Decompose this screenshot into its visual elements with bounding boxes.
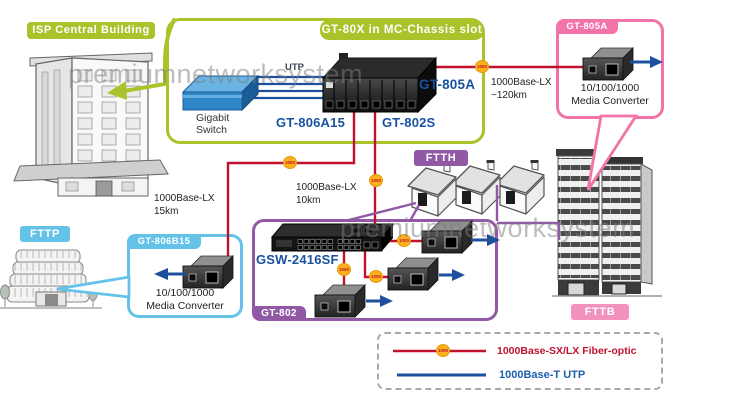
chassis-model-label: GT-805A [419, 77, 476, 92]
gsw2416sf-label: GSW-2416SF [256, 252, 339, 267]
legend-fiber-label: 1000Base-SX/LX Fiber-optic [497, 345, 637, 357]
fiber-badge: 1000 [475, 60, 489, 73]
media-converter-gt806b15 [182, 255, 234, 289]
chassis-header: GT-80X in MC-Chassis slot [320, 20, 484, 40]
chassis-group-box [166, 18, 485, 144]
media-converter-c [314, 284, 366, 318]
media-converter-b [387, 257, 439, 291]
legend-utp-label: 1000Base-T UTP [499, 369, 586, 381]
fiber-badge: 1000 [337, 263, 351, 276]
ftth-callout-lines [344, 185, 561, 240]
watermark: premiumnetworksystem [68, 59, 364, 89]
gsw2416sf-device [270, 223, 395, 252]
fiber-badge: 1000 [283, 156, 297, 169]
legend-fiber-badge: 1000 [436, 344, 450, 357]
mc-chassis-device [321, 53, 438, 114]
gigabit-switch-device [181, 74, 260, 112]
isp-callout-arrow [107, 18, 176, 100]
utp-lines [252, 75, 326, 100]
gt806b15-box-tab: GT-806B15 [127, 234, 201, 249]
fiber-badge: 1000 [369, 174, 383, 187]
isp-building-label: ISP Central Building [27, 22, 155, 39]
fttp-area-label: FTTP [20, 226, 70, 242]
distance-lx120: 1000Base-LX~120km [491, 77, 552, 101]
slot-gt806a15-label: GT-806A15 [276, 115, 346, 130]
gt802-box-tab: GT-802 [252, 306, 306, 321]
utp-arrows [154, 56, 663, 377]
ftth-area-label: FTTH [414, 150, 468, 166]
fttp-building-graphic [0, 249, 102, 309]
fiber-badge: 1000 [369, 270, 383, 283]
utp-label: UTP [285, 62, 304, 73]
gt805a-box-tab: GT-805A [556, 19, 618, 34]
fttb-area-label: FTTB [571, 304, 629, 320]
legend-box [377, 332, 663, 390]
media-converter-gt805a [582, 47, 634, 81]
ftth-houses-graphic [407, 160, 545, 217]
watermark: premiumnetworksystem [340, 213, 636, 243]
slot-gt802s-label: GT-802S [382, 115, 436, 130]
fiber-badge: 1000 [397, 234, 411, 247]
fttp-callout-wedge [56, 275, 131, 299]
fttb-callout-wedge [586, 114, 639, 191]
